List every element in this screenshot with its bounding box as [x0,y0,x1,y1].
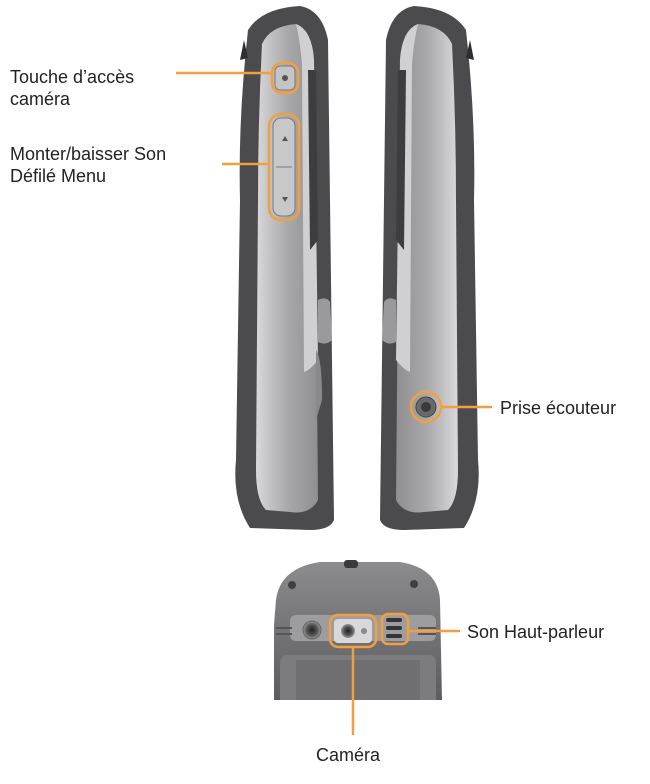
label-camera-key: Touche d’accès caméra [10,66,134,110]
speaker-highlight [380,612,410,646]
label-volume-line2: Défilé Menu [10,166,107,186]
label-camera: Caméra [316,745,381,765]
label-camera-key-line2: caméra [10,89,71,109]
camera-key-highlight [270,61,300,95]
back-view [274,560,442,700]
right-side-view [380,6,479,530]
label-speaker: Son Haut-parleur [467,622,605,642]
callouts [176,61,492,735]
label-volume-key: Monter/baisser Son Défilé Menu [10,143,166,187]
volume-key-highlight [267,112,301,222]
left-side-view [235,6,334,530]
label-camera-key-line1: Touche d’accès [10,67,135,87]
label-volume-line1: Monter/baisser Son [10,144,167,164]
label-earphone-jack: Prise écouteur [500,398,617,418]
